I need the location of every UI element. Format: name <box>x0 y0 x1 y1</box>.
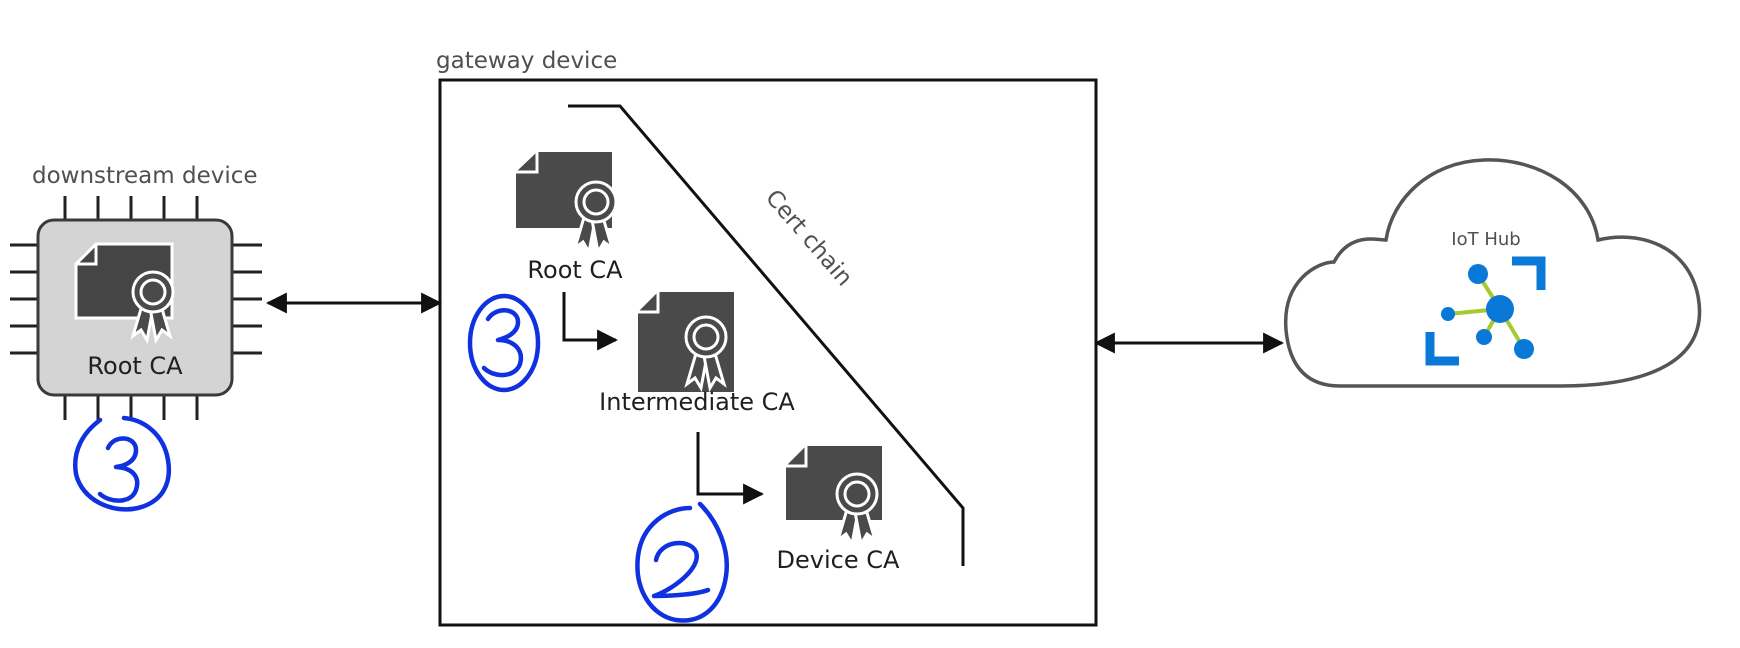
downstream-device-title: downstream device <box>32 163 258 189</box>
downstream-device: downstream device <box>10 163 262 420</box>
annotation-3-gateway <box>467 293 541 393</box>
intermediate-ca-label: Intermediate CA <box>599 388 795 416</box>
root-ca-label: Root CA <box>527 256 623 284</box>
gateway-device-title: gateway device <box>436 48 617 74</box>
annotation-2-device <box>635 501 729 623</box>
gateway-device: gateway device Cert chain Root CA Interm… <box>436 48 1098 627</box>
intermediate-ca-certificate-icon <box>638 292 734 393</box>
iot-hub-icon <box>1425 256 1546 366</box>
certificate-icon <box>74 242 175 345</box>
cert-chain-label: Cert chain <box>760 185 857 291</box>
cert-chain-bracket <box>568 104 965 566</box>
annotation-3-downstream <box>72 415 172 512</box>
device-ca-label: Device CA <box>777 546 900 574</box>
intermediate-to-device-arrow <box>696 432 765 505</box>
downstream-cert-label: Root CA <box>87 352 183 380</box>
chip-pins <box>10 196 262 420</box>
cloud-icon <box>1284 158 1702 388</box>
root-to-intermediate-arrow <box>562 292 619 351</box>
root-ca-certificate-icon <box>516 152 618 257</box>
iot-hub-label: IoT Hub <box>1451 229 1520 250</box>
cloud-iot-hub: IoT Hub <box>1284 158 1702 388</box>
device-ca-certificate-icon <box>786 446 882 549</box>
